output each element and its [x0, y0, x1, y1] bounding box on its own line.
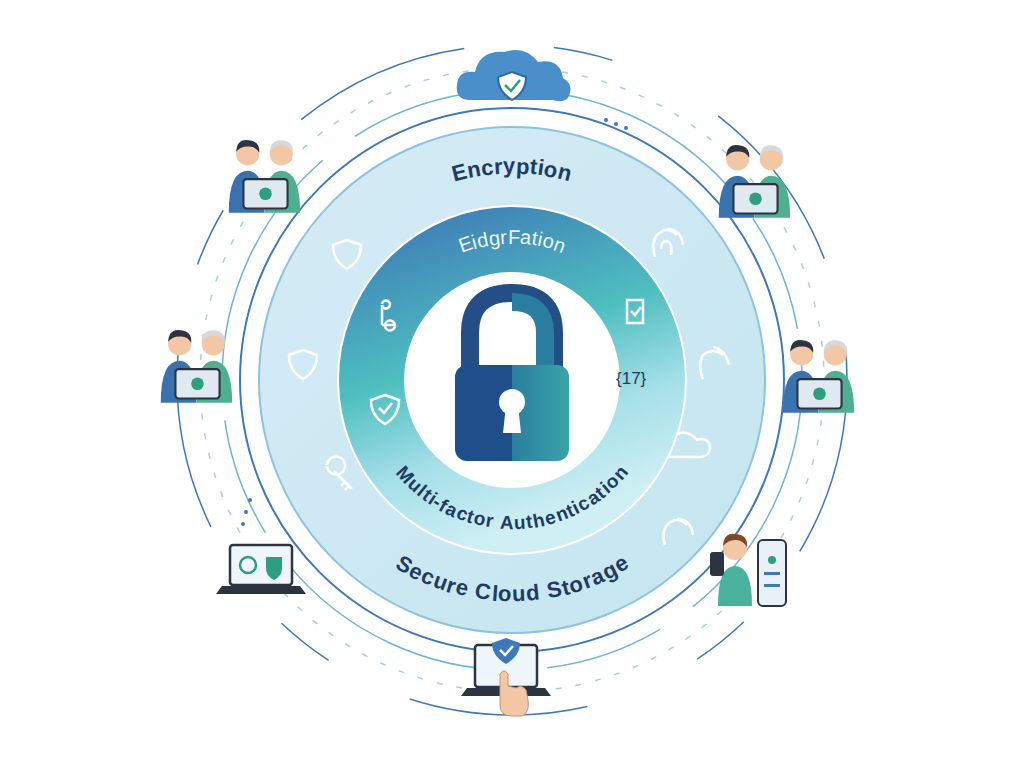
glyph: d	[525, 580, 541, 606]
glyph: F	[507, 225, 519, 248]
glyph: r	[493, 154, 503, 180]
glyph: r	[484, 510, 495, 533]
glyph: A	[499, 512, 514, 534]
glyph: o	[498, 581, 512, 607]
glyph: p	[515, 153, 530, 179]
glyph: u	[512, 581, 526, 607]
glyph: u	[514, 512, 527, 534]
glyph	[493, 511, 501, 533]
glyph: g	[487, 226, 501, 250]
callout-number: {17}	[616, 369, 646, 389]
glyph: y	[503, 153, 516, 178]
glyph: l	[491, 580, 499, 606]
glyph: r	[500, 226, 508, 249]
glyph: c	[480, 154, 495, 181]
outer-band: EncryptionSecure Cloud Storage	[257, 125, 767, 635]
glyph: C	[473, 578, 492, 605]
